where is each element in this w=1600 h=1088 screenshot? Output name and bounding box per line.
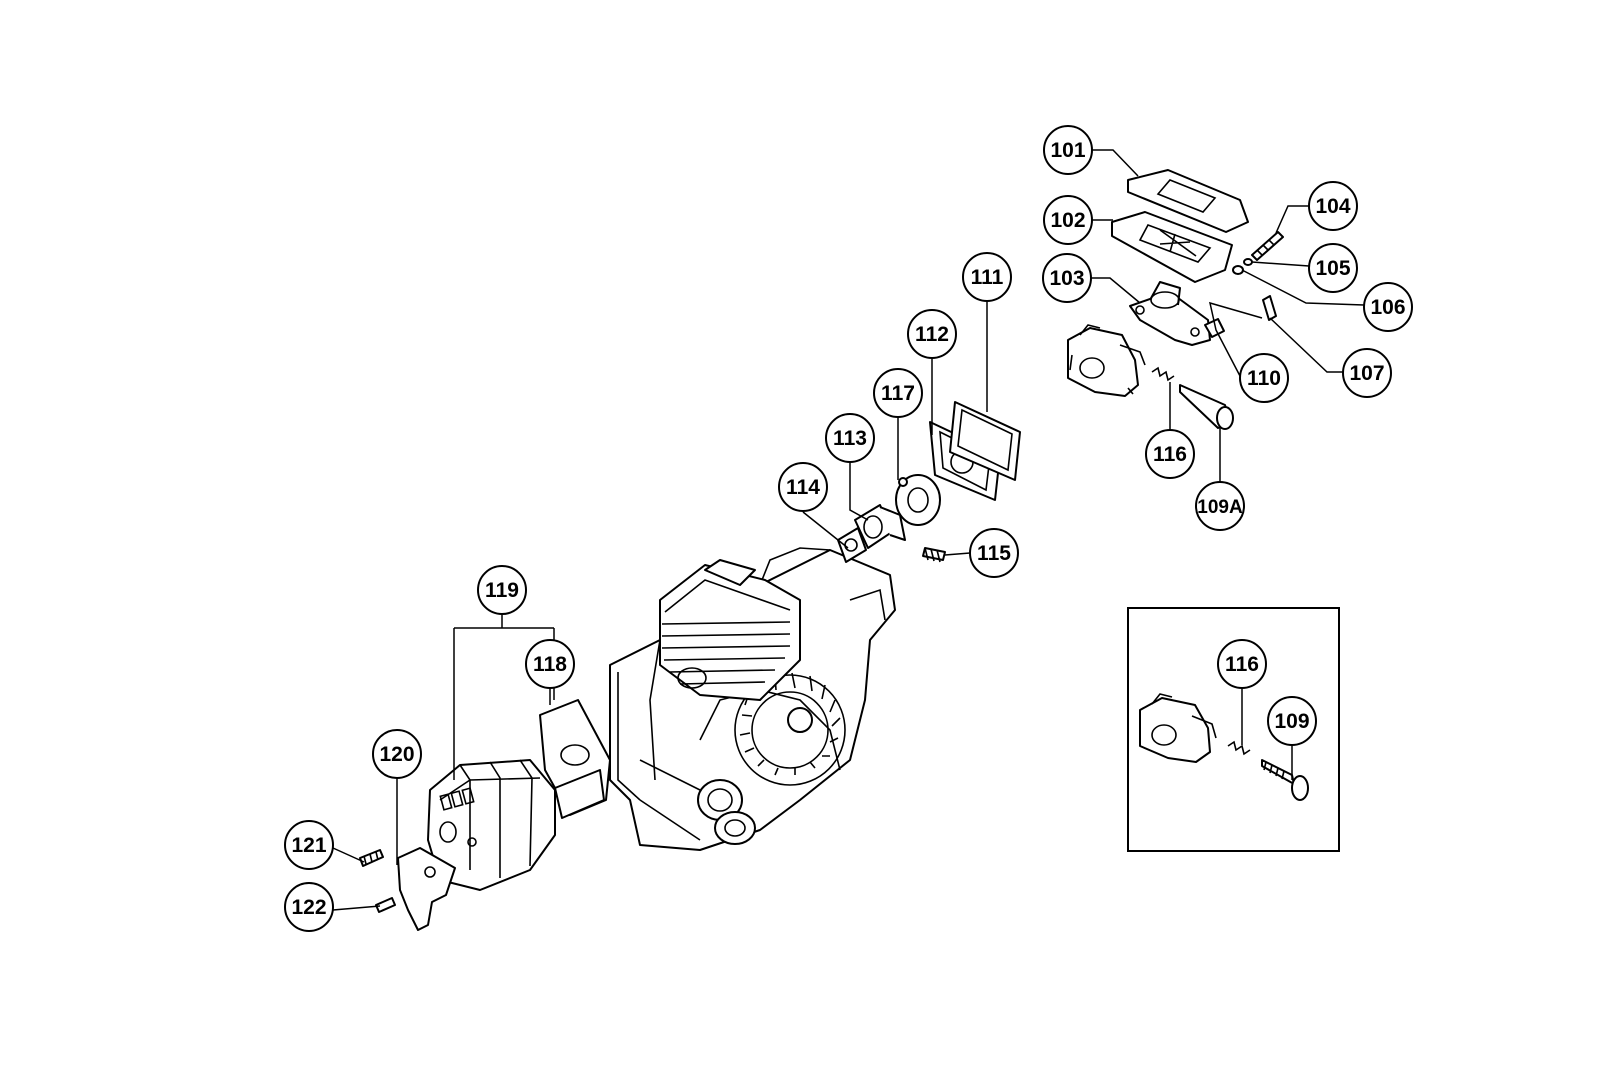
filter-base-103 [1129, 281, 1211, 346]
callout-117: 117 [873, 368, 923, 418]
callout-114: 114 [778, 462, 828, 512]
callout-103-label: 103 [1049, 267, 1084, 290]
inset-carburetor [1139, 693, 1217, 763]
callout-107-label: 107 [1349, 362, 1384, 385]
filter-cover-101 [1127, 169, 1249, 233]
inset-screw-109 [1261, 759, 1309, 801]
muffler-gasket-118 [539, 699, 611, 819]
callout-116-inset: 116 [1217, 639, 1267, 689]
callout-119: 119 [477, 565, 527, 615]
inset-frame [1127, 607, 1340, 852]
idle-screw-109a [1179, 384, 1234, 430]
callout-110: 110 [1239, 353, 1289, 403]
callout-109a: 109A [1195, 481, 1245, 531]
engine-crankcase [609, 547, 896, 851]
callout-102: 102 [1043, 195, 1093, 245]
callout-120: 120 [372, 729, 422, 779]
callout-116-main: 116 [1145, 429, 1195, 479]
deflector-120 [397, 847, 456, 931]
callout-113-label: 113 [833, 427, 867, 450]
leader-lines [332, 149, 1365, 911]
callout-122-label: 122 [291, 896, 326, 919]
callout-116-main-label: 116 [1153, 443, 1187, 466]
callout-115-label: 115 [977, 542, 1011, 565]
callout-104-label: 104 [1315, 195, 1350, 218]
screw-121 [359, 849, 384, 867]
callout-105-label: 105 [1315, 257, 1350, 280]
callout-111: 111 [962, 252, 1012, 302]
callout-121: 121 [284, 820, 334, 870]
inset-spring-116 [1227, 740, 1251, 756]
callout-109-label: 109 [1274, 710, 1309, 733]
air-filter-102 [1111, 211, 1233, 283]
callout-115: 115 [969, 528, 1019, 578]
callout-103: 103 [1042, 253, 1092, 303]
callout-114-label: 114 [786, 476, 820, 499]
callout-110-label: 110 [1247, 367, 1281, 390]
washer-105 [1243, 258, 1253, 266]
callout-122: 122 [284, 882, 334, 932]
intake-manifold-113 [854, 504, 906, 549]
callout-102-label: 102 [1050, 209, 1085, 232]
spring-116 [1151, 366, 1175, 382]
callout-106-label: 106 [1370, 296, 1405, 319]
gasket-111 [949, 401, 1021, 481]
callout-112-label: 112 [915, 323, 949, 346]
callout-121-label: 121 [291, 834, 326, 857]
callout-117-label: 117 [881, 382, 915, 405]
callout-109a-label: 109A [1197, 497, 1243, 518]
callout-101-label: 101 [1050, 139, 1085, 162]
flange-117 [895, 474, 941, 526]
screw-107 [1262, 295, 1277, 321]
callout-109: 109 [1267, 696, 1317, 746]
screw-104 [1251, 231, 1284, 261]
callout-119-label: 119 [485, 579, 519, 602]
callout-120-label: 120 [379, 743, 414, 766]
washer-106 [1232, 265, 1244, 275]
callout-116-inset-label: 116 [1225, 653, 1259, 676]
callout-105: 105 [1308, 243, 1358, 293]
callout-101: 101 [1043, 125, 1093, 175]
carburetor [1067, 324, 1146, 397]
callout-113: 113 [825, 413, 875, 463]
callout-104: 104 [1308, 181, 1358, 231]
callout-106: 106 [1363, 282, 1413, 332]
callout-112: 112 [907, 309, 957, 359]
callout-111-label: 111 [971, 266, 1004, 289]
screw-115 [922, 547, 946, 563]
callout-107: 107 [1342, 348, 1392, 398]
callout-118: 118 [525, 639, 575, 689]
screw-122 [375, 897, 396, 913]
callout-118-label: 118 [533, 653, 567, 676]
